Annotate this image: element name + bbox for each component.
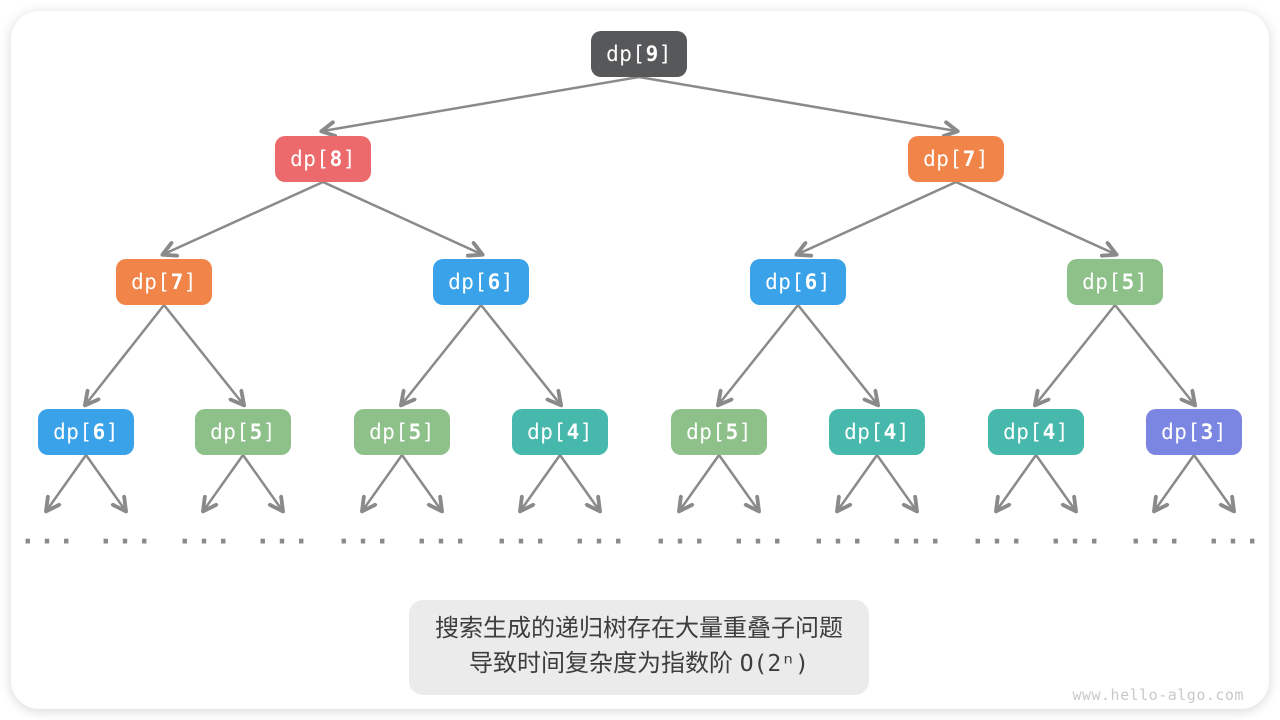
- tree-node-n7l: dp[7]: [116, 259, 212, 305]
- tree-node-n4b: dp[4]: [829, 409, 925, 455]
- ellipsis-leaf: ...: [969, 519, 1028, 551]
- caption-line-2-text: 导致时间复杂度为指数阶: [469, 650, 734, 677]
- tree-node-n4c: dp[4]: [988, 409, 1084, 455]
- ellipsis-leaf: ...: [730, 519, 789, 551]
- tree-node-n5a: dp[5]: [1067, 259, 1163, 305]
- ellipsis-leaf: ...: [335, 519, 394, 551]
- ellipsis-leaf: ...: [1127, 519, 1186, 551]
- ellipsis-leaf: ...: [810, 519, 869, 551]
- tree-node-n6b: dp[6]: [750, 259, 846, 305]
- tree-node-n5c: dp[5]: [354, 409, 450, 455]
- ellipsis-leaf: ...: [254, 519, 313, 551]
- tree-node-n4a: dp[4]: [512, 409, 608, 455]
- ellipsis-leaf: ...: [571, 519, 630, 551]
- ellipsis-leaf: ...: [19, 519, 78, 551]
- tree-node-n3a: dp[3]: [1146, 409, 1242, 455]
- caption-line-1: 搜索生成的递归树存在大量重叠子问题: [435, 615, 843, 642]
- ellipsis-leaf: ...: [652, 519, 711, 551]
- tree-node-n8: dp[8]: [275, 136, 371, 182]
- tree-node-n5b: dp[5]: [195, 409, 291, 455]
- ellipsis-leaf: ...: [493, 519, 552, 551]
- tree-node-n6c: dp[6]: [38, 409, 134, 455]
- ellipsis-leaf: ...: [176, 519, 235, 551]
- watermark: www.hello-algo.com: [1072, 686, 1244, 704]
- ellipsis-leaf: ...: [97, 519, 156, 551]
- caption-box: 搜索生成的递归树存在大量重叠子问题 导致时间复杂度为指数阶 O(2ⁿ): [409, 600, 869, 695]
- tree-node-n7r: dp[7]: [908, 136, 1004, 182]
- caption-complexity-formula: O(2ⁿ): [739, 651, 809, 677]
- tree-node-n9: dp[9]: [591, 31, 687, 77]
- caption-line-2: 导致时间复杂度为指数阶 O(2ⁿ): [435, 646, 843, 682]
- ellipsis-leaf: ...: [413, 519, 472, 551]
- ellipsis-leaf: ...: [1205, 519, 1264, 551]
- tree-node-n6a: dp[6]: [433, 259, 529, 305]
- ellipsis-leaf: ...: [1047, 519, 1106, 551]
- tree-node-n5d: dp[5]: [671, 409, 767, 455]
- ellipsis-leaf: ...: [888, 519, 947, 551]
